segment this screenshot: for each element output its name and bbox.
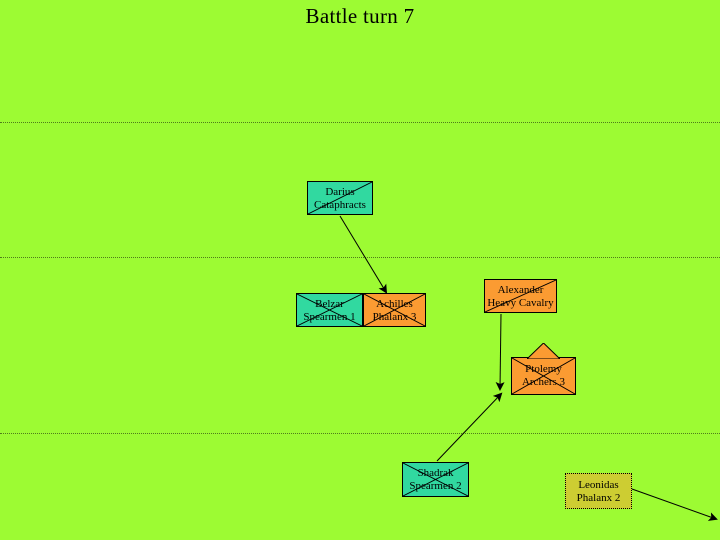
arrow-alexander-to-ptolemy [495, 313, 505, 391]
arrow-leonidas-retreat [631, 488, 718, 521]
unit-commander-label: Achilles [376, 298, 413, 310]
unit-leonidas[interactable]: Leonidas Phalanx 2 [565, 473, 632, 509]
unit-type-label: Cataphracts [314, 199, 366, 211]
unit-type-label: Spearmen 2 [409, 480, 462, 492]
unit-belzar[interactable]: Belzar Spearmen 1 [296, 293, 363, 327]
unit-alexander[interactable]: Alexander Heavy Cavalry [484, 279, 557, 313]
unit-ptolemy[interactable]: Ptolemy Archers 3 [511, 357, 576, 395]
unit-type-label: Spearmen 1 [303, 311, 356, 323]
unit-shadrak[interactable]: Shadrak Spearmen 2 [402, 462, 469, 497]
infantry-symbol-icon [364, 294, 425, 326]
unit-commander-label: Belzar [315, 298, 344, 310]
unit-type-label: Heavy Cavalry [487, 297, 554, 309]
unit-darius[interactable]: Darius Cataphracts [307, 181, 373, 215]
unit-type-label: Phalanx 2 [576, 492, 621, 504]
infantry-symbol-icon [297, 294, 362, 326]
terrain-line-2 [0, 257, 720, 258]
unit-commander-label: Ptolemy [525, 363, 562, 375]
infantry-symbol-icon [512, 358, 575, 394]
unit-commander-label: Darius [325, 186, 355, 198]
page-title: Battle turn 7 [305, 4, 415, 28]
unit-type-label: Archers 3 [521, 376, 566, 388]
unit-commander-label: Leonidas [578, 479, 619, 491]
infantry-symbol-icon [403, 463, 468, 496]
unit-commander-label: Alexander [497, 284, 544, 296]
terrain-line-1 [0, 122, 720, 123]
terrain-line-3 [0, 433, 720, 434]
unit-commander-label: Shadrak [417, 467, 454, 479]
archers-peak-icon [527, 343, 560, 359]
cavalry-symbol-icon [308, 182, 372, 214]
arrow-darius-to-achilles [339, 215, 388, 294]
cavalry-symbol-icon [485, 280, 556, 312]
unit-type-label: Phalanx 3 [372, 311, 417, 323]
arrow-shadrak-to-ptolemy [436, 392, 503, 462]
unit-achilles[interactable]: Achilles Phalanx 3 [363, 293, 426, 327]
